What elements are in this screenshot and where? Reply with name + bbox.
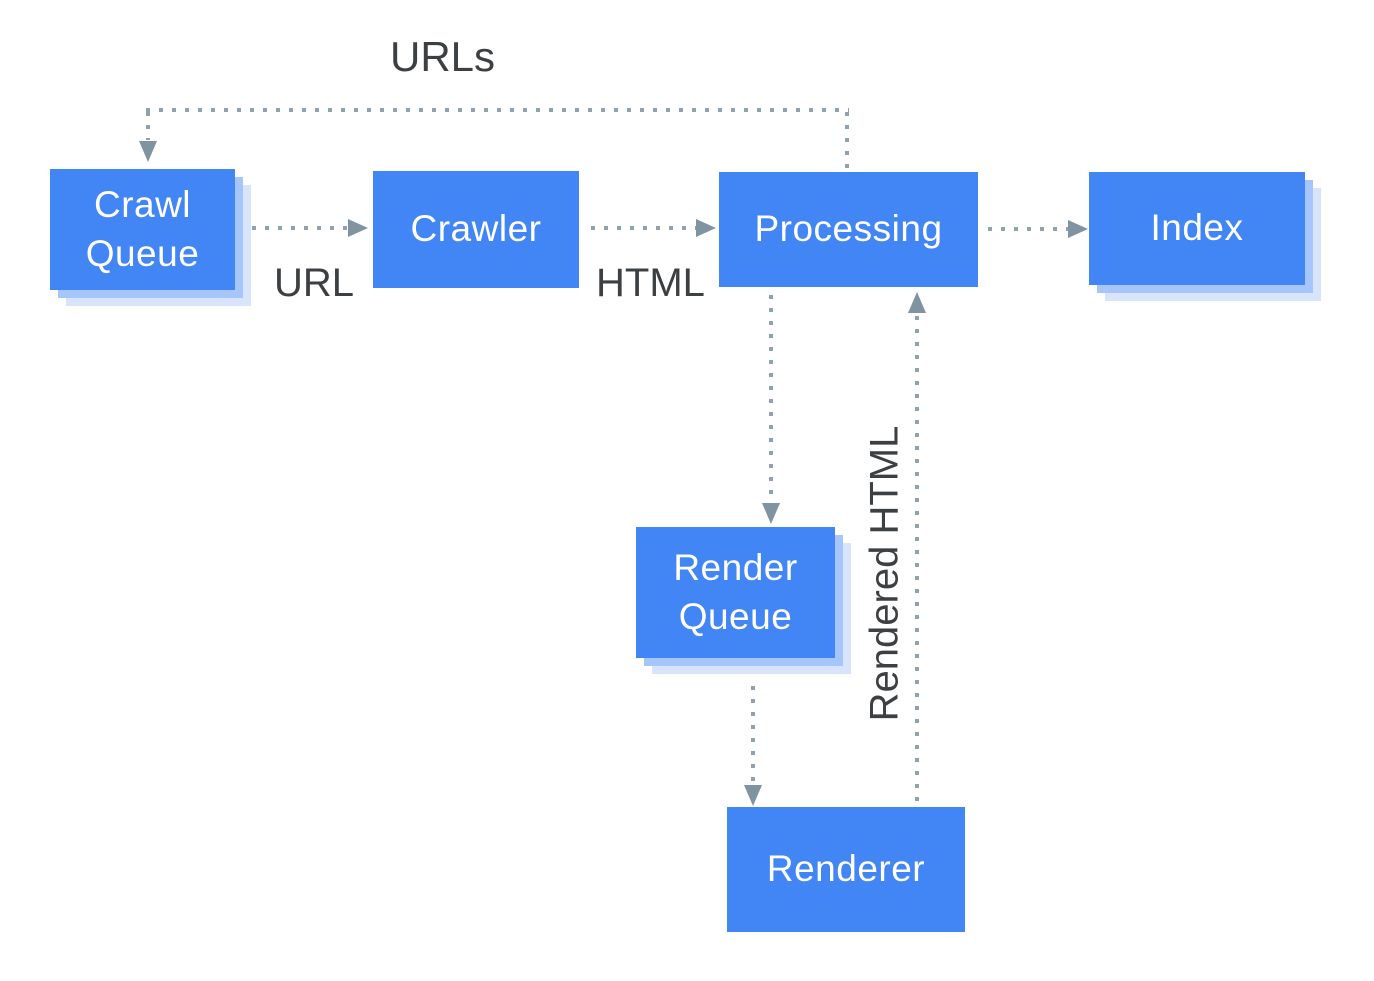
- node-renderer: Renderer: [727, 807, 965, 932]
- edge-crawler-processing-line: [591, 226, 697, 230]
- arrowhead-into-renderer: [744, 785, 762, 806]
- edge-processing-crawlqueue-right-line: [845, 112, 849, 170]
- arrowhead-into-crawl-queue: [139, 141, 157, 162]
- node-crawler: Crawler: [373, 171, 579, 288]
- edge-processing-crawlqueue-left-line: [146, 112, 150, 140]
- edge-processing-crawlqueue-horizontal-line: [146, 108, 849, 112]
- arrowhead-into-processing: [696, 219, 716, 237]
- arrowhead-up-into-processing: [908, 292, 926, 313]
- edge-label-url: URL: [274, 261, 355, 305]
- node-render-queue: Render Queue: [636, 527, 835, 658]
- node-crawl-queue: Crawl Queue: [50, 169, 235, 290]
- edge-label-urls: URLs: [390, 33, 496, 80]
- node-index: Index: [1089, 172, 1305, 285]
- edge-label-html: HTML: [596, 261, 705, 305]
- node-processing: Processing: [719, 172, 978, 287]
- edge-processing-index-line: [988, 227, 1068, 231]
- edge-crawlqueue-crawler-line: [252, 226, 350, 230]
- edge-label-rendered-html: Rendered HTML: [862, 425, 907, 722]
- edge-renderqueue-renderer-line: [751, 686, 755, 786]
- edge-processing-renderqueue-line: [769, 295, 773, 503]
- arrowhead-into-crawler: [348, 219, 368, 237]
- arrowhead-into-render-queue: [762, 503, 780, 524]
- edge-renderer-processing-line: [915, 316, 919, 806]
- arrowhead-into-index: [1068, 220, 1088, 238]
